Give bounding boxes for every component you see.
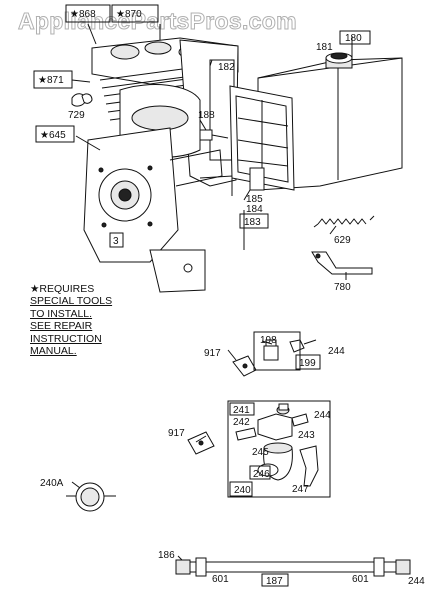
label-boxes bbox=[33, 4, 371, 587]
note-line-1: SPECIAL TOOLS bbox=[30, 295, 113, 308]
note-line-3: SEE REPAIR bbox=[30, 320, 93, 333]
label-246: 246 bbox=[253, 469, 270, 480]
note-line-2: TO INSTALL. bbox=[30, 307, 93, 320]
fuel-tank-drawing bbox=[257, 52, 403, 191]
label-244-b: 244 bbox=[314, 410, 331, 421]
label-240: 240 bbox=[234, 485, 251, 496]
label-917-a: 917 bbox=[204, 348, 221, 359]
label-601-a: 601 bbox=[212, 574, 229, 585]
label-180: 180 bbox=[345, 33, 362, 44]
label-3: 3 bbox=[113, 236, 119, 247]
label-240a: 240A bbox=[40, 478, 64, 489]
label-199: 199 bbox=[299, 358, 316, 369]
label-243: 243 bbox=[298, 430, 315, 441]
label-729: 729 bbox=[68, 110, 85, 121]
label-917-b: 917 bbox=[168, 428, 185, 439]
link-780-drawing bbox=[311, 251, 373, 275]
label-247: 247 bbox=[292, 484, 309, 495]
clip-917-a-drawing bbox=[232, 355, 257, 377]
label-187: 187 bbox=[266, 576, 283, 587]
label-181: 181 bbox=[316, 42, 333, 53]
watermark-text: AppliancePartsPros.com bbox=[18, 8, 297, 34]
label-183: 183 bbox=[244, 217, 261, 228]
label-871: ★871 bbox=[38, 75, 64, 86]
fuel-line-drawing bbox=[175, 557, 411, 577]
label-182: 182 bbox=[218, 62, 235, 73]
air-cleaner-frame-drawing bbox=[229, 85, 295, 250]
note-line-4: INSTRUCTION bbox=[30, 332, 102, 345]
label-601-b: 601 bbox=[352, 574, 369, 585]
label-184: 184 bbox=[246, 204, 263, 215]
label-244-a: 244 bbox=[328, 346, 345, 357]
leader-lines bbox=[71, 23, 353, 561]
label-645: ★645 bbox=[40, 130, 66, 141]
label-245: 245 bbox=[252, 447, 269, 458]
label-185: 185 bbox=[246, 194, 263, 205]
washer-729-drawing bbox=[71, 93, 93, 107]
note-line-0: ★REQUIRES bbox=[30, 283, 95, 295]
label-198: 198 bbox=[260, 335, 277, 346]
label-244-c: 244 bbox=[408, 576, 425, 587]
part-labels: ★868 ★870 ★871 729 ★645 3 182 181 180 18… bbox=[38, 9, 425, 587]
label-241: 241 bbox=[233, 405, 250, 416]
label-780: 780 bbox=[334, 282, 351, 293]
cylinder-block-drawing bbox=[83, 37, 239, 293]
carburetor-parts-drawing bbox=[187, 403, 319, 487]
label-186: 186 bbox=[158, 550, 175, 561]
label-188: 188 bbox=[198, 110, 215, 121]
note-line-5: MANUAL. bbox=[30, 345, 77, 358]
filter-240a-drawing bbox=[66, 482, 116, 512]
spring-629-drawing bbox=[313, 215, 375, 228]
label-870: ★870 bbox=[116, 9, 142, 20]
label-629: 629 bbox=[334, 235, 351, 246]
label-868: ★868 bbox=[70, 9, 96, 20]
special-tools-note: ★REQUIRES SPECIAL TOOLS TO INSTALL. SEE … bbox=[30, 283, 112, 357]
label-242: 242 bbox=[233, 417, 250, 428]
